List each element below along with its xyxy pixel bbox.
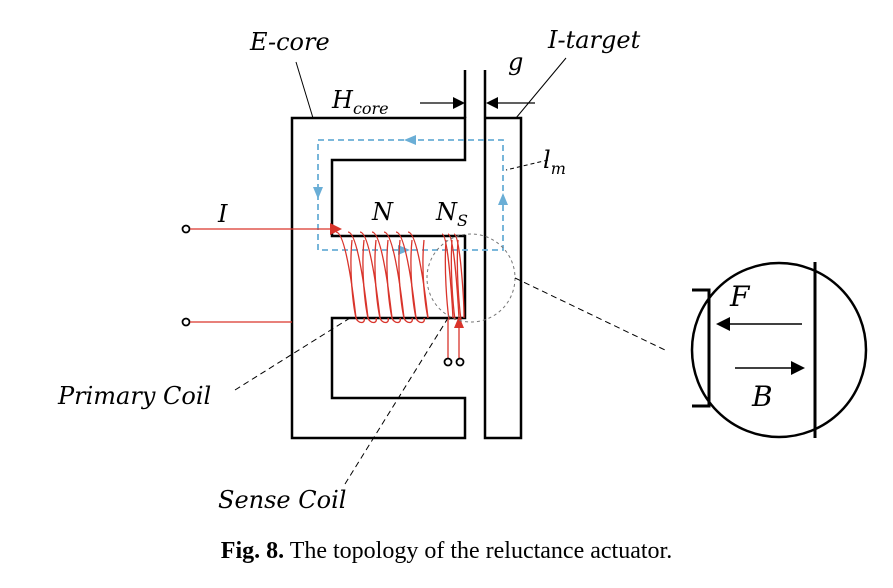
e-core: [290, 116, 467, 440]
force-label: F: [729, 280, 751, 313]
terminal-top: [181, 224, 191, 234]
itarget-leader: [515, 57, 567, 119]
figure-number: Fig. 8.: [220, 538, 285, 564]
sense-terminal-left: [443, 357, 453, 367]
figure-caption-text: The topology of the reluctance actuator.: [289, 538, 673, 564]
hcore-label: Hcore: [331, 86, 389, 118]
flux-arrow-left: [313, 187, 323, 199]
lm-label: lm: [543, 146, 566, 178]
primary-coil-windings: [335, 231, 429, 324]
flux-path: [317, 139, 504, 251]
ecore-label: E-core: [249, 28, 330, 56]
sense-current-arrow: [454, 316, 464, 328]
current-arrow: [330, 223, 342, 235]
figure-caption: Fig. 8. The topology of the reluctance a…: [0, 538, 893, 565]
field-label: B: [751, 380, 773, 413]
actuator-diagram: E-core I-target g Hcore lm I N NS Primar…: [57, 26, 868, 514]
itarget-label: I-target: [547, 26, 641, 54]
ns-label: NS: [435, 198, 468, 230]
g-label: g: [508, 48, 523, 76]
primary-coil-label: Primary Coil: [57, 382, 211, 410]
flux-arrow-top: [404, 135, 416, 145]
flux-arrow-bottom: [398, 245, 410, 255]
n-label: N: [371, 198, 394, 226]
lm-leader: [505, 159, 549, 171]
terminal-bottom: [181, 317, 191, 327]
i-target: [483, 70, 523, 440]
zoom-region: [426, 233, 516, 323]
ecore-leader: [295, 61, 314, 119]
sense-coil-label: Sense Coil: [218, 486, 346, 514]
sense-coil-windings: [441, 233, 465, 358]
current-label: I: [217, 200, 228, 228]
sense-terminal-right: [455, 357, 465, 367]
zoom-leader: [514, 277, 666, 351]
flux-arrow-right: [498, 193, 508, 205]
sense-coil-leader: [344, 317, 449, 485]
magnified-view: [690, 261, 868, 439]
primary-coil-leader: [234, 317, 351, 391]
